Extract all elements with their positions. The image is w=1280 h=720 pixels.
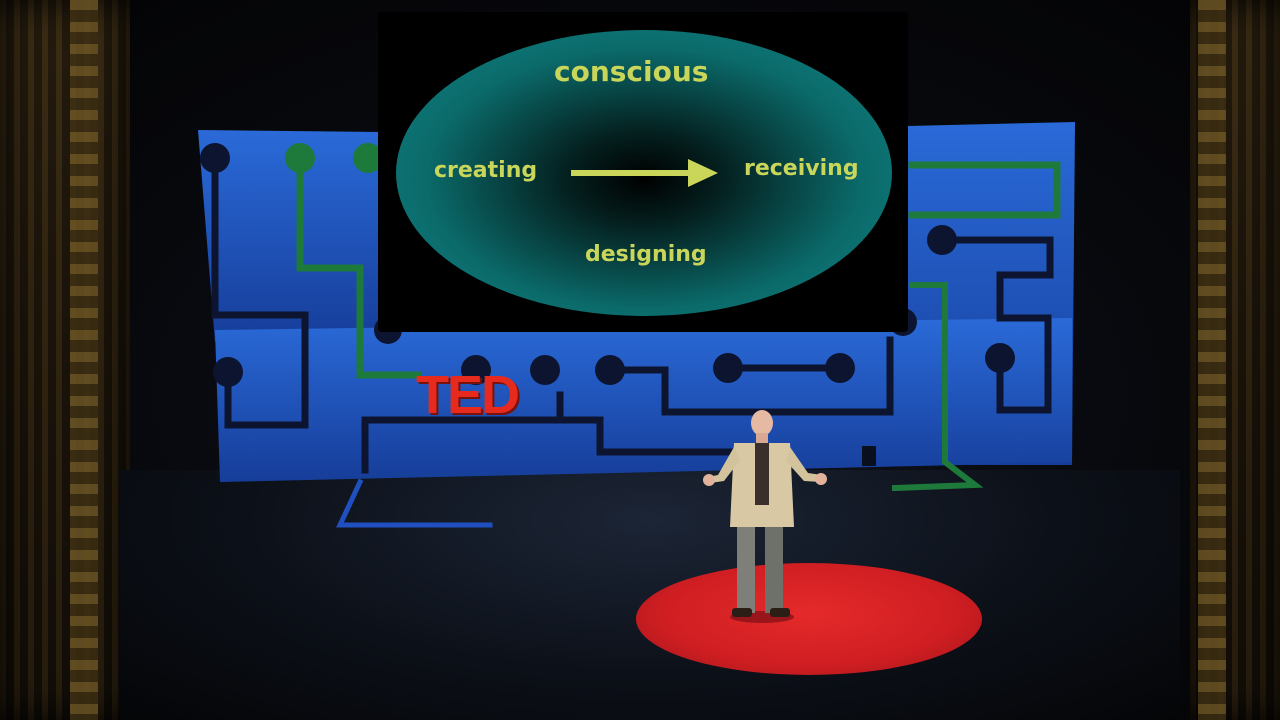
left-curtain <box>0 0 130 720</box>
ted-logo: TED <box>416 365 520 425</box>
speaker-right-arm <box>786 447 822 482</box>
red-stage-circle <box>636 563 982 675</box>
speaker-left-hand <box>703 474 715 486</box>
circuit-node <box>595 355 625 385</box>
circuit-node <box>461 355 491 385</box>
circuit-line <box>336 478 493 528</box>
circuit-line <box>361 391 564 474</box>
slide-word-creating: creating <box>434 158 538 183</box>
slide-arrow-icon <box>688 159 718 187</box>
speaker-neck <box>756 433 768 443</box>
circuit-line <box>556 416 754 456</box>
slide-word-receiving: receiving <box>744 156 859 181</box>
speaker-right-hand <box>815 473 827 485</box>
speaker-left-leg <box>737 525 755 613</box>
speaker-left-shoe <box>732 608 752 617</box>
circuit-node <box>713 353 743 383</box>
speaker-head <box>751 410 773 436</box>
circuit-node <box>927 225 957 255</box>
circuit-node <box>285 143 315 173</box>
speaker-figure <box>703 410 827 623</box>
speaker-right-leg <box>765 525 783 613</box>
backdrop-left-panel <box>198 130 380 342</box>
curtain-trim <box>1198 0 1226 720</box>
backdrop-lower-panel <box>215 318 1072 482</box>
speaker-left-arm <box>708 447 740 483</box>
circuit-node <box>353 143 383 173</box>
circuit-node <box>825 353 855 383</box>
circuit-line <box>211 154 309 429</box>
circuit-line <box>938 236 1054 414</box>
circuit-node <box>985 343 1015 373</box>
circuit-line <box>908 161 1061 219</box>
circuit-node <box>530 355 560 385</box>
circuit-line <box>296 154 422 379</box>
stage-monitor <box>862 446 876 466</box>
circuit-line <box>606 336 894 416</box>
speaker-right-shoe <box>770 608 790 617</box>
curtain-trim <box>70 0 98 720</box>
right-curtain <box>1190 0 1280 720</box>
circuit-node <box>213 357 243 387</box>
stage-floor <box>120 470 1180 720</box>
circuit-line <box>891 282 984 492</box>
speaker-shirt <box>755 443 769 505</box>
slide-word-designing: designing <box>585 242 707 267</box>
circuit-node <box>200 143 230 173</box>
slide-arrow-shaft <box>571 170 691 176</box>
slide-word-conscious: conscious <box>554 55 709 88</box>
